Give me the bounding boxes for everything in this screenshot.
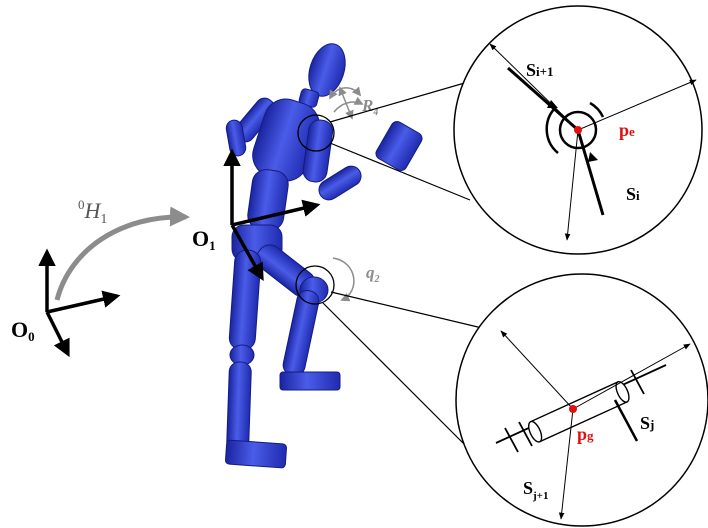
figure-front-forearm [318,165,362,201]
body-frame-label: O1 [192,226,216,253]
segment-label: Si [626,184,640,204]
shoulder-rotation-icon [329,86,364,120]
segment-j-next-label: Sj+1 [523,478,548,502]
figure-rear-foot [225,439,287,469]
body-frame-label-sub: 1 [209,238,216,253]
knee-detail-view: Sj pg Sj+1 [455,273,708,527]
segment-next-label-sub: i+1 [536,64,554,79]
body-frame-label-main: O [192,226,209,251]
segment-j-label-sub: j [649,417,654,432]
base-frame [38,248,121,358]
detail-connector-lines [322,81,491,471]
contact-point-label-sub: g [587,428,594,443]
transform-label: 0H1 [78,197,107,227]
end-effector-point [574,126,582,134]
figure-rear-thigh [228,249,262,351]
segment-j-label: Sj [640,413,654,433]
transform-label-sub: 1 [100,212,107,227]
figure-torso-lower [247,169,289,231]
base-frame-label: O0 [11,317,35,344]
segment-j-next-label-main: S [523,478,533,498]
base-frame-label-main: O [11,317,28,342]
knee-joint-label: q2 [366,263,380,285]
figure-fist [375,121,423,171]
segment-label-main: S [626,184,636,204]
shoulder-detail-view: Si+1 pe Si [453,5,703,255]
knee-joint-label-sub: 2 [374,274,380,285]
knee-rotation-icon [332,257,355,302]
contact-point-label-main: p [577,424,587,444]
transform-arrow [54,206,190,301]
shoulder-joint-label: R4 [361,96,378,118]
shoulder-highlight-circle [297,114,335,152]
figure-front-foot [279,371,341,391]
body-frame [223,148,321,282]
segment-label-sub: i [636,188,640,203]
figure-front-shin [282,290,320,376]
segment-next-label-main: S [526,60,536,80]
segment-j-label-main: S [640,413,650,433]
contact-point [569,405,577,413]
segment-next-label: Si+1 [526,60,554,80]
base-frame-label-sub: 0 [28,329,35,344]
knee-joint-label-main: q [366,263,375,282]
transform-label-main: H [84,198,102,223]
knee-highlight-circle [295,265,335,305]
end-effector-label-sub: e [629,124,635,139]
shoulder-joint-label-sub: 4 [372,107,378,118]
figure-rear-shin [226,361,252,453]
contact-point-label: pg [577,424,594,444]
segment-j-next-label-sub: j+1 [532,490,548,502]
transform-label-pre: 0 [78,197,85,212]
end-effector-label: pe [619,120,635,140]
end-effector-label-main: p [619,120,629,140]
